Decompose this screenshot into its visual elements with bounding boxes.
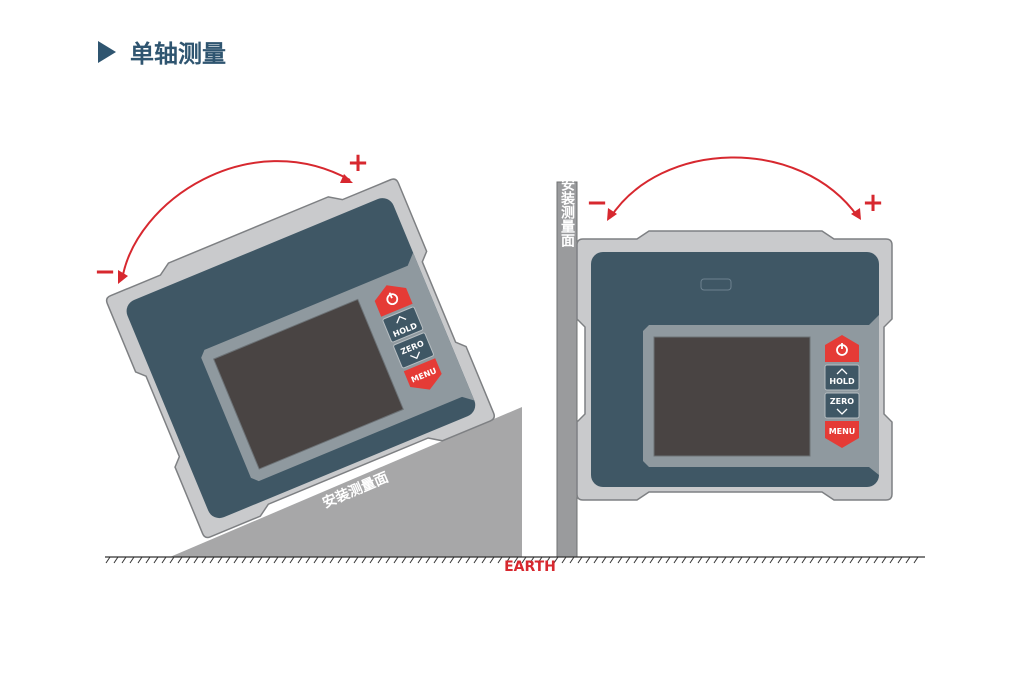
- hold-button: HOLD: [829, 377, 855, 386]
- arrowhead-icon: [118, 270, 128, 284]
- right-rotation-arc: [609, 156, 859, 219]
- triangle-bullet-icon: [98, 40, 116, 63]
- menu-button: MENU: [829, 427, 856, 436]
- section-title: 单轴测量: [98, 34, 226, 69]
- minus-sign-left: −: [94, 257, 116, 287]
- plus-sign-left: +: [347, 148, 369, 178]
- arrowhead-icon: [607, 208, 617, 221]
- inclinometer-device-upright: HOLD ZERO MENU: [576, 230, 893, 501]
- title-text: 单轴测量: [130, 40, 226, 68]
- inclined-ramp: [170, 407, 522, 557]
- zero-button: ZERO: [830, 397, 854, 406]
- arrowhead-icon: [340, 174, 353, 183]
- earth-label: EARTH: [504, 559, 556, 575]
- rotation-arrows: [121, 156, 859, 281]
- left-rotation-arc: [121, 160, 351, 281]
- plus-sign-right: +: [862, 188, 884, 218]
- arrowhead-icon: [851, 208, 861, 220]
- ground-hatching: [105, 556, 919, 564]
- post-surface-label: 安装测量面: [559, 176, 576, 248]
- minus-sign-right: −: [586, 188, 608, 218]
- inclinometer-device-tilted: HOLD ZERO MENU: [101, 169, 497, 541]
